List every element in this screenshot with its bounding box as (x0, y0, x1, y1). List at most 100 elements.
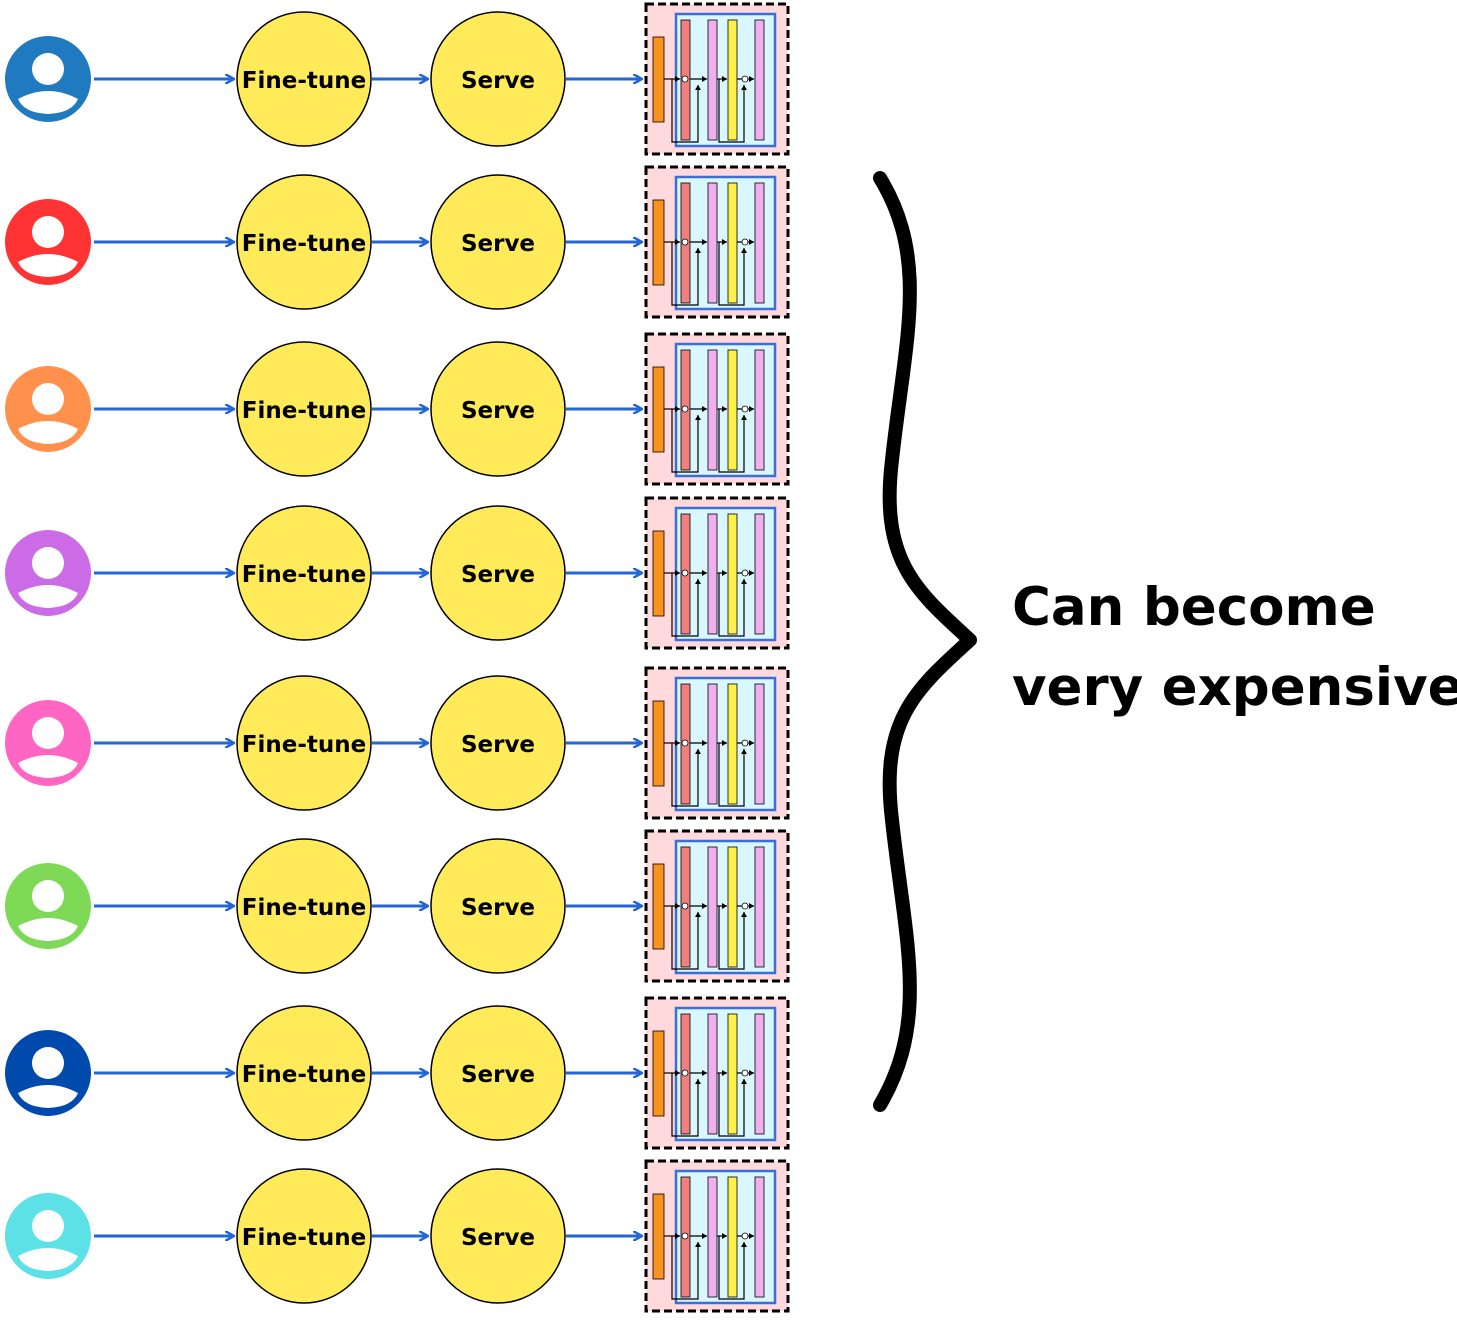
user-icon-head (32, 383, 64, 415)
model-bar (652, 36, 665, 123)
model-add-node (681, 902, 689, 910)
finetune-node (236, 838, 372, 974)
model-add-node (741, 902, 749, 910)
model-add-node (741, 238, 749, 246)
user-icon (5, 700, 91, 786)
model-add-node (681, 1069, 689, 1077)
model-bar (707, 1176, 718, 1298)
model-add-node (681, 1232, 689, 1240)
model-add-node (741, 1069, 749, 1077)
model-bar (754, 1176, 765, 1298)
model-connector (671, 1236, 701, 1300)
model-bar (707, 349, 718, 471)
finetune-node (236, 341, 372, 477)
serve-label: Serve (461, 562, 535, 588)
user-icon (5, 199, 91, 285)
model-connector (718, 573, 747, 637)
user-icon (5, 36, 91, 122)
user-icon-body (18, 585, 78, 608)
finetune-node (236, 11, 372, 147)
finetune-label: Fine-tune (242, 68, 366, 94)
model-bar (707, 1013, 718, 1135)
diagram-row: Fine-tune Serve (5, 165, 790, 319)
model-bar (707, 19, 718, 141)
model-bar (754, 1013, 765, 1135)
model-bar (727, 846, 738, 968)
model-bar (754, 19, 765, 141)
finetune-label: Fine-tune (242, 231, 366, 257)
model-bar (727, 1013, 738, 1135)
model-bar (652, 700, 665, 787)
model-add-node (741, 405, 749, 413)
user-icon-head (32, 1047, 64, 1079)
user-icon-head (32, 1210, 64, 1242)
curly-brace (873, 171, 977, 1112)
model-bar (727, 683, 738, 805)
model-connector (718, 1073, 747, 1137)
model-architecture-icon (644, 829, 790, 983)
model-architecture-icon (644, 996, 790, 1150)
model-bar (707, 182, 718, 304)
model-connector (671, 573, 701, 637)
model-connector (718, 242, 747, 306)
model-bar (652, 366, 665, 453)
diagram-row: Fine-tune Serve (5, 332, 790, 486)
user-icon-body (18, 421, 78, 444)
user-icon-head (32, 216, 64, 248)
model-bar (652, 530, 665, 617)
model-bar (727, 182, 738, 304)
model-connector (718, 79, 747, 143)
user-icon (5, 530, 91, 616)
serve-label: Serve (461, 1225, 535, 1251)
model-connector (671, 242, 701, 306)
serve-node (430, 675, 566, 811)
finetune-label: Fine-tune (242, 895, 366, 921)
model-bar (754, 182, 765, 304)
model-architecture-icon (644, 332, 790, 486)
model-architecture-icon (644, 496, 790, 650)
diagram-row: Fine-tune Serve (5, 1159, 790, 1313)
serve-label: Serve (461, 732, 535, 758)
user-icon-head (32, 547, 64, 579)
cost-annotation: Can become very expensive (1012, 568, 1457, 728)
model-bar (727, 349, 738, 471)
finetune-label: Fine-tune (242, 398, 366, 424)
user-icon-head (32, 53, 64, 85)
user-icon-body (18, 1085, 78, 1108)
user-icon (5, 863, 91, 949)
model-add-node (741, 739, 749, 747)
model-architecture-icon (644, 2, 790, 156)
model-bar (652, 863, 665, 950)
model-bar (652, 1193, 665, 1280)
serve-label: Serve (461, 231, 535, 257)
model-architecture-icon (644, 666, 790, 820)
model-bar (652, 199, 665, 286)
model-connector (718, 906, 747, 970)
model-bar (707, 846, 718, 968)
serve-node (430, 11, 566, 147)
user-icon-body (18, 755, 78, 778)
model-add-node (681, 569, 689, 577)
model-connector (718, 1236, 747, 1300)
model-bar (754, 683, 765, 805)
model-bar (754, 846, 765, 968)
serve-label: Serve (461, 398, 535, 424)
model-add-node (681, 238, 689, 246)
model-connector (718, 743, 747, 807)
finetune-label: Fine-tune (242, 1225, 366, 1251)
user-icon (5, 1193, 91, 1279)
annotation-line-2: very expensive (1012, 657, 1457, 718)
finetune-node (236, 1168, 372, 1304)
model-bar (754, 513, 765, 635)
finetune-label: Fine-tune (242, 732, 366, 758)
model-add-node (681, 405, 689, 413)
finetune-node (236, 675, 372, 811)
model-add-node (681, 739, 689, 747)
model-architecture-icon (644, 1159, 790, 1313)
model-connector (671, 1073, 701, 1137)
